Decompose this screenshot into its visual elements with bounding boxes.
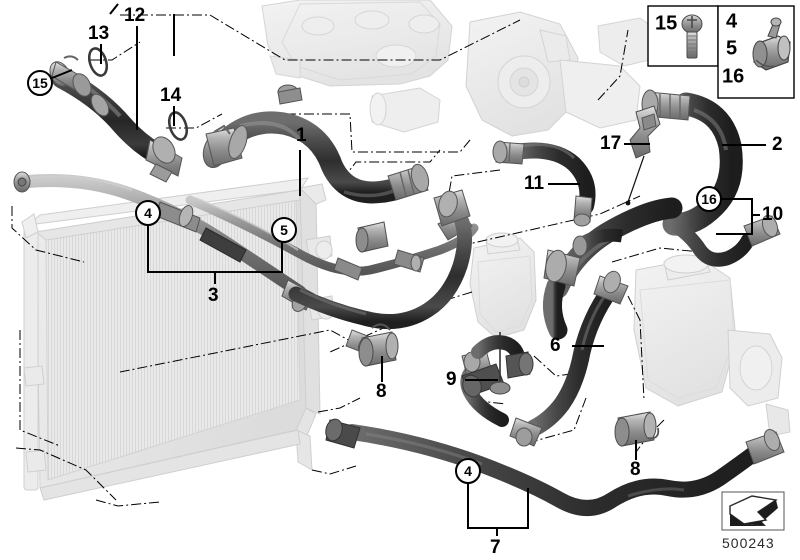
callout-label-8-right: 8 — [630, 459, 641, 480]
hose-11 — [492, 140, 596, 227]
circled-callout-5-label: 5 — [280, 222, 288, 238]
circled-callout-4a-label: 4 — [144, 205, 152, 221]
hose-7 — [325, 418, 785, 516]
hose-7-right-fitting — [745, 428, 785, 465]
oring-13 — [87, 47, 109, 77]
part-number-text: 500243 — [722, 535, 775, 551]
callout-label-14: 14 — [160, 85, 182, 106]
hose-7-left-fitting — [325, 418, 361, 449]
ghosted-radiator — [21, 177, 335, 501]
hose-end-fitting-12 — [145, 136, 183, 183]
callout-label-2: 2 — [772, 134, 783, 155]
ghosted-expansion-tank-right — [633, 254, 791, 437]
clamp-8-right — [614, 411, 660, 447]
callout-label-13: 13 — [88, 23, 109, 44]
circled-callout-4b: 4 — [455, 458, 481, 484]
hose-6 — [509, 270, 629, 447]
branch-fitting-a — [433, 189, 471, 227]
hose-11-left-fitting — [492, 140, 525, 165]
callout-label-1: 1 — [296, 125, 307, 146]
callout-label-17: 17 — [600, 133, 621, 154]
circled-callout-15: 15 — [27, 69, 73, 96]
oring-14 — [167, 111, 189, 141]
callout-label-11: 11 — [524, 173, 545, 194]
callout-label-12: 12 — [124, 5, 145, 26]
callout-label-6: 6 — [550, 335, 561, 356]
hose-1-right-fitting — [387, 163, 430, 201]
hose-assembly-12 — [49, 47, 189, 183]
circled-callout-16: 16 — [696, 186, 722, 212]
hose-17-main — [543, 105, 683, 340]
clamp-radiator-upper — [355, 221, 389, 253]
callout-label-9: 9 — [446, 369, 457, 390]
hose-lower-left-branch — [288, 189, 473, 357]
legend-box: 15 4 5 16 — [647, 5, 795, 99]
circled-callout-4a: 4 — [135, 200, 161, 226]
callout-label-7: 7 — [490, 537, 501, 558]
circled-callout-5: 5 — [271, 217, 297, 243]
callout-label-8-left: 8 — [376, 381, 387, 402]
assembly-dashdot-lines — [11, 14, 701, 507]
ghosted-water-pump — [369, 11, 663, 137]
legend-label-16: 16 — [722, 65, 744, 87]
clamp-icon — [752, 17, 791, 71]
screw-icon — [681, 14, 703, 59]
legend-label-15: 15 — [655, 12, 677, 34]
ghosted-expansion-tank-left — [469, 232, 537, 339]
callout-label-10: 10 — [762, 204, 783, 225]
footer-part-number: 500243 — [721, 491, 785, 551]
arrow-direction-icon — [729, 495, 778, 526]
clamp-8-left — [358, 323, 399, 367]
callout-label-3: 3 — [208, 285, 219, 306]
circled-callout-15-label: 15 — [32, 75, 48, 91]
legend-label-4: 4 — [726, 10, 738, 32]
circled-callout-16-label: 16 — [701, 191, 717, 207]
hose-1-left-fitting — [202, 124, 248, 169]
hose-17-left-fitting — [543, 249, 581, 287]
circled-callout-4b-label: 4 — [464, 463, 472, 479]
legend-label-5: 5 — [726, 37, 737, 59]
ghosted-engine-block — [261, 0, 453, 87]
hose-6-lower-fitting — [509, 417, 543, 447]
hose-1 — [202, 84, 430, 204]
hose-11-bottom-fitting — [573, 195, 593, 227]
callout-leaders — [100, 3, 766, 536]
